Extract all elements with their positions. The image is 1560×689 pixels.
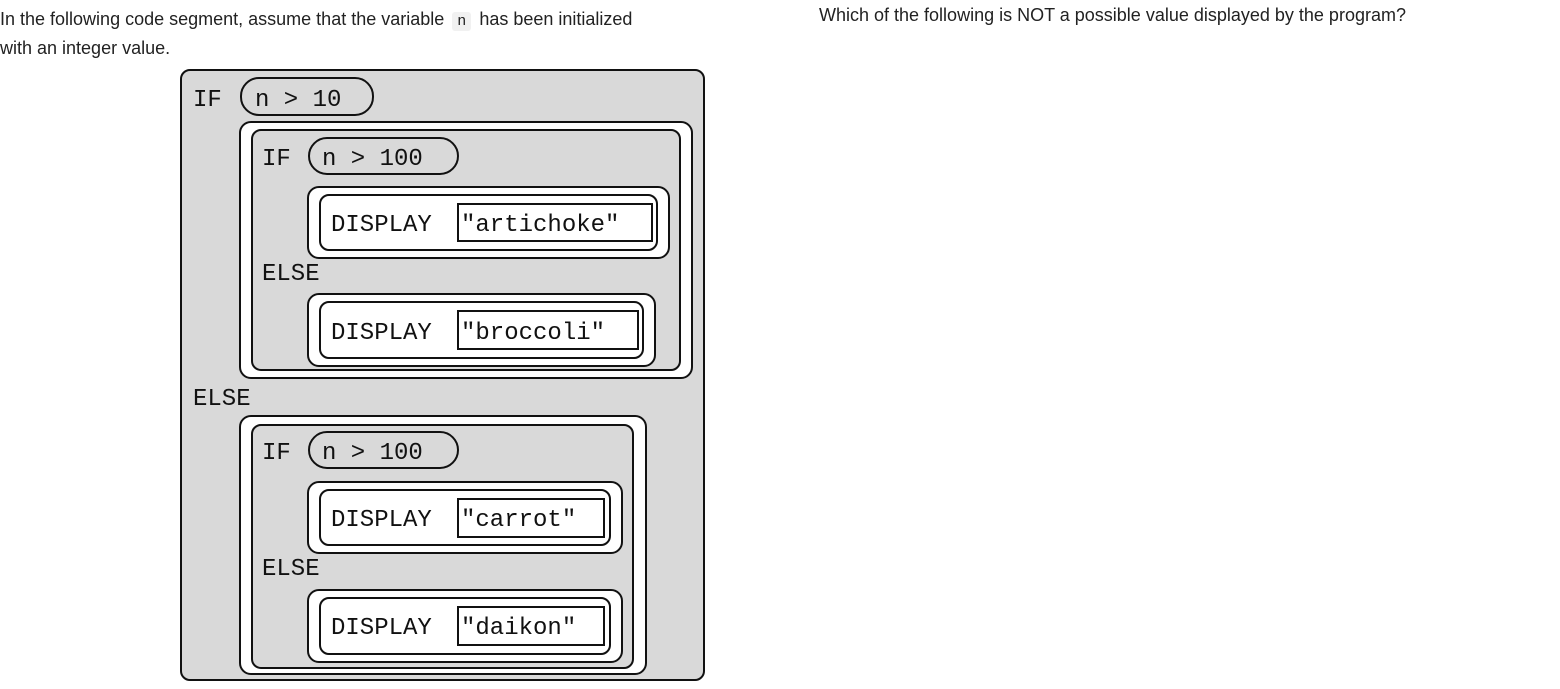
- outer-if-keyword: IF: [193, 87, 222, 114]
- value-box-3: [457, 498, 605, 538]
- outer-else-keyword: ELSE: [193, 386, 251, 413]
- variable-n: n: [452, 12, 472, 31]
- inner-else-keyword-2: ELSE: [262, 556, 320, 583]
- question-intro: In the following code segment, assume th…: [0, 6, 760, 62]
- value-text-3: "carrot": [461, 507, 576, 534]
- code-block-diagram: IF n > 10 IF n > 100 DISPLAY "artichoke"…: [180, 69, 705, 681]
- intro-text-line2: with an integer value.: [0, 38, 171, 58]
- inner-condition-pill-1: [308, 137, 459, 175]
- inner-condition-pill-2: [308, 431, 459, 469]
- inner-condition-text-1: n > 100: [322, 146, 423, 173]
- display-keyword-2: DISPLAY: [331, 320, 432, 347]
- value-text-1: "artichoke": [461, 212, 619, 239]
- outer-condition-pill: [240, 77, 374, 116]
- intro-text-start: In the following code segment, assume th…: [0, 9, 445, 29]
- value-box-2: [457, 310, 639, 350]
- value-box-4: [457, 606, 605, 646]
- value-box-1: [457, 203, 653, 242]
- display-keyword-4: DISPLAY: [331, 615, 432, 642]
- value-text-4: "daikon": [461, 615, 576, 642]
- display-keyword-3: DISPLAY: [331, 507, 432, 534]
- outer-condition-text: n > 10: [255, 87, 341, 114]
- inner-else-keyword-1: ELSE: [262, 261, 320, 288]
- value-text-2: "broccoli": [461, 320, 605, 347]
- inner-condition-text-2: n > 100: [322, 440, 423, 467]
- inner-if-keyword-2: IF: [262, 440, 291, 467]
- question-prompt: Which of the following is NOT a possible…: [819, 5, 1406, 25]
- display-keyword-1: DISPLAY: [331, 212, 432, 239]
- inner-if-keyword-1: IF: [262, 146, 291, 173]
- intro-text-end: has been initialized: [479, 9, 633, 29]
